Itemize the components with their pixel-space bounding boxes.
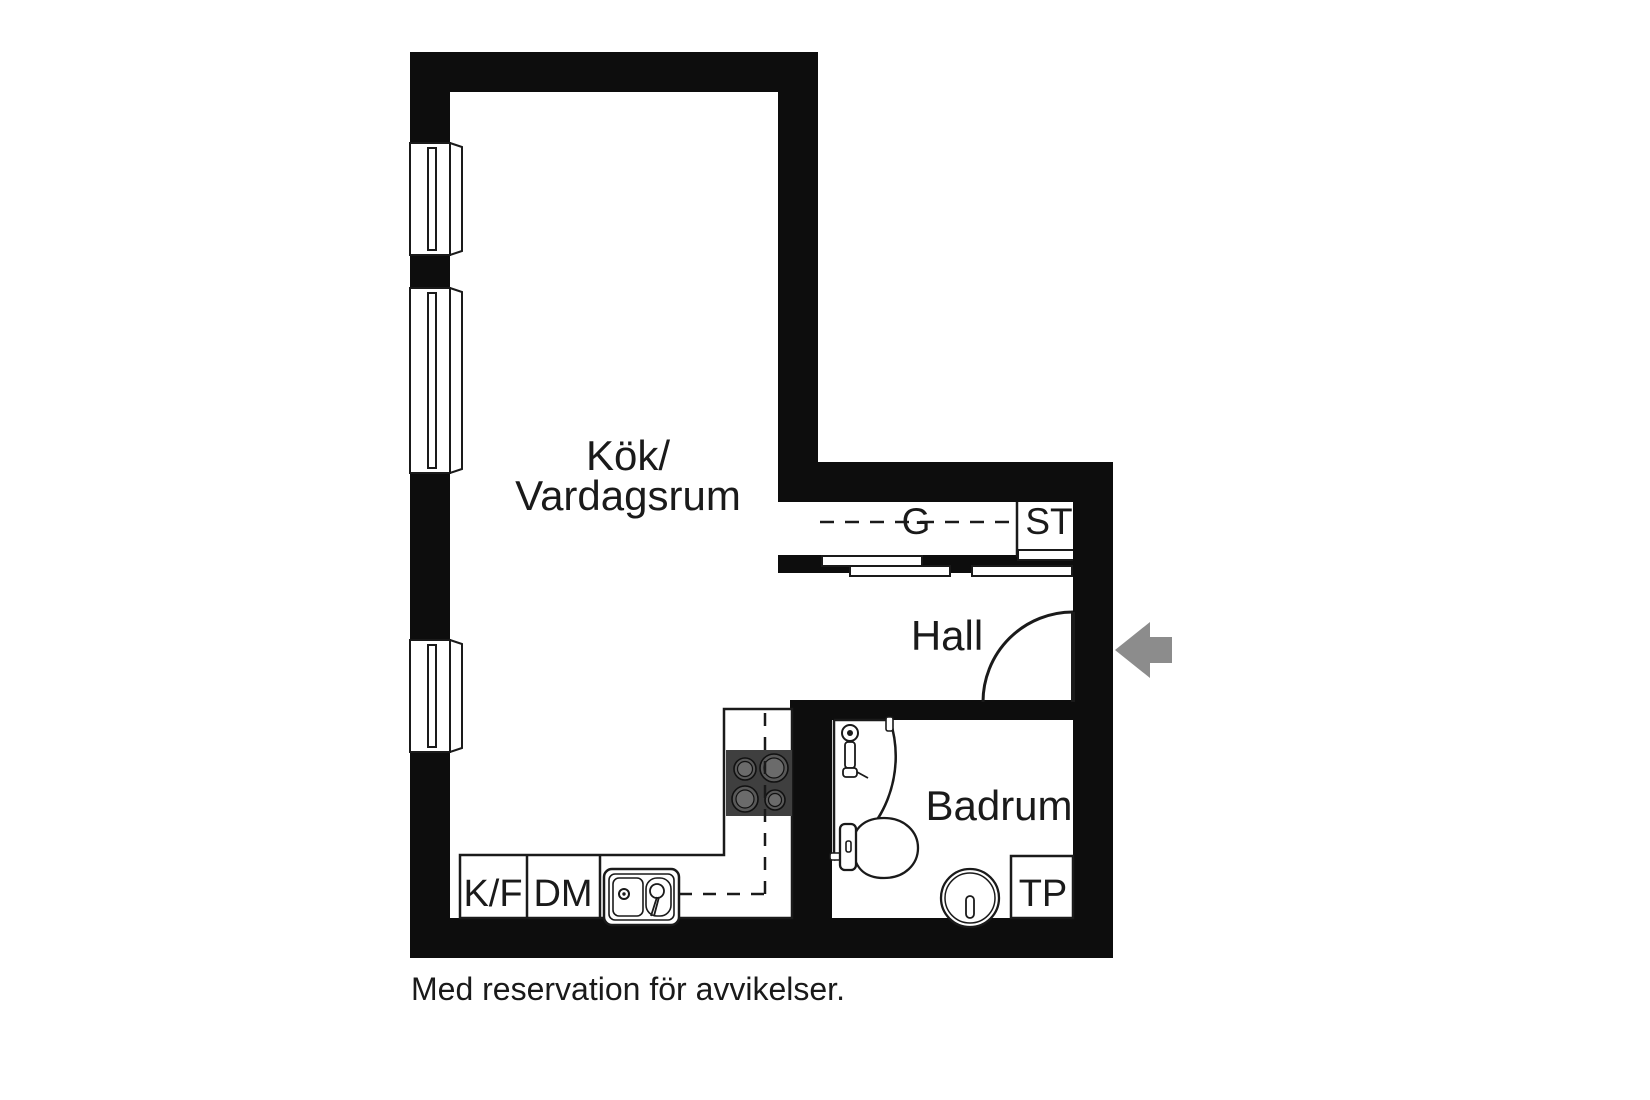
bathroom-fixtures-group: TP	[829, 716, 1075, 929]
label-fridge-freezer: K/F	[463, 873, 522, 915]
window-top	[409, 141, 463, 257]
hall-upper-jamb	[1073, 502, 1113, 600]
sliding-doors-g	[821, 555, 951, 577]
label-storage-st: ST	[1025, 501, 1072, 542]
windows-group	[409, 141, 463, 754]
counter-dashed-guides	[679, 709, 767, 896]
plan-caption: Med reservation för avvikelser.	[411, 971, 845, 1007]
bathroom-walls-group	[790, 502, 1113, 918]
washer-tp: TP	[1009, 854, 1075, 920]
sink-fixture	[602, 867, 681, 927]
entry-door-swing-arc	[981, 610, 1074, 703]
kitchen-counter-group: K/F DM	[458, 707, 794, 927]
bathroom-left-wall	[790, 700, 832, 918]
label-bathroom: Badrum	[925, 782, 1072, 829]
label-closet-g: G	[902, 501, 931, 542]
room-labels-group: Kök/ Vardagsrum Hall Badrum	[515, 432, 1072, 829]
window-middle	[409, 286, 463, 475]
counter-outline	[458, 707, 794, 920]
storage-row-group: G ST	[778, 501, 1113, 577]
label-kitchen-line2: Vardagsrum	[515, 472, 741, 519]
entrance-direction-arrow	[1115, 622, 1172, 678]
label-hall: Hall	[911, 612, 983, 659]
stove-cooktop	[726, 750, 792, 816]
washbasin	[939, 867, 1001, 929]
hall-door-jamb	[1073, 610, 1087, 702]
toilet-wc	[838, 816, 920, 880]
entry-door-group	[981, 610, 1075, 703]
label-washer-tp: TP	[1019, 873, 1068, 915]
bathroom-top-wall	[790, 700, 1085, 720]
label-dishwasher: DM	[533, 873, 592, 915]
window-bottom	[409, 638, 463, 754]
label-kitchen-line1: Kök/	[586, 432, 670, 479]
